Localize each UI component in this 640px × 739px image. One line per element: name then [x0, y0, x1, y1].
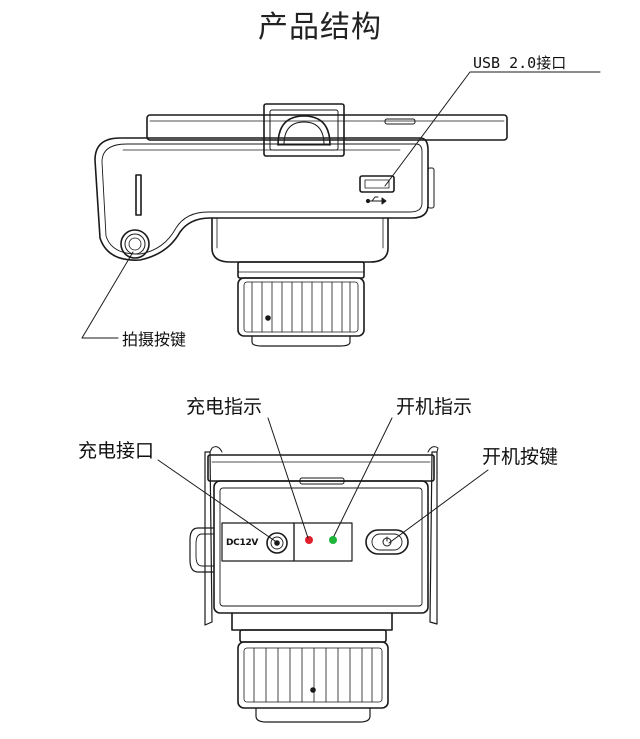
camera-body-front	[213, 480, 429, 614]
shutter-button-label: 拍摄按键	[122, 330, 187, 349]
leader-shutter	[81, 251, 134, 339]
charge-indicator-label: 充电指示	[186, 396, 263, 418]
charge-port-label: 充电接口	[78, 440, 155, 462]
shutter-button	[120, 229, 150, 259]
leader-charge-indicator	[267, 417, 309, 539]
top-view	[81, 71, 601, 347]
power-button	[365, 529, 409, 555]
charge-led	[305, 536, 313, 544]
leader-charge-port	[157, 459, 276, 542]
charge-port	[266, 532, 288, 554]
leader-usb	[384, 71, 601, 187]
usb-icon	[365, 196, 387, 205]
mounting-plate-front	[207, 454, 435, 482]
power-led	[329, 536, 337, 544]
lens-neck-front	[231, 612, 393, 631]
leader-power-button	[388, 469, 489, 544]
side-slot	[135, 174, 142, 216]
usb-port-label: USB 2.0接口	[473, 54, 567, 72]
page-title: 产品结构	[258, 10, 382, 45]
leader-power-indicator	[333, 417, 393, 537]
indicator-panel	[293, 522, 353, 562]
focus-ring-front	[237, 641, 389, 723]
dc-marking: DC12V	[226, 538, 259, 548]
usb-port-slot	[359, 175, 395, 193]
power-indicator-label: 开机指示	[396, 396, 473, 418]
lens-neck	[211, 217, 389, 263]
plate-clip	[263, 103, 345, 157]
mounting-plate	[146, 114, 508, 141]
power-button-label: 开机按键	[482, 446, 559, 468]
focus-ring-top	[237, 277, 365, 347]
bottom-view	[157, 417, 489, 723]
camera-body-top	[94, 137, 429, 261]
